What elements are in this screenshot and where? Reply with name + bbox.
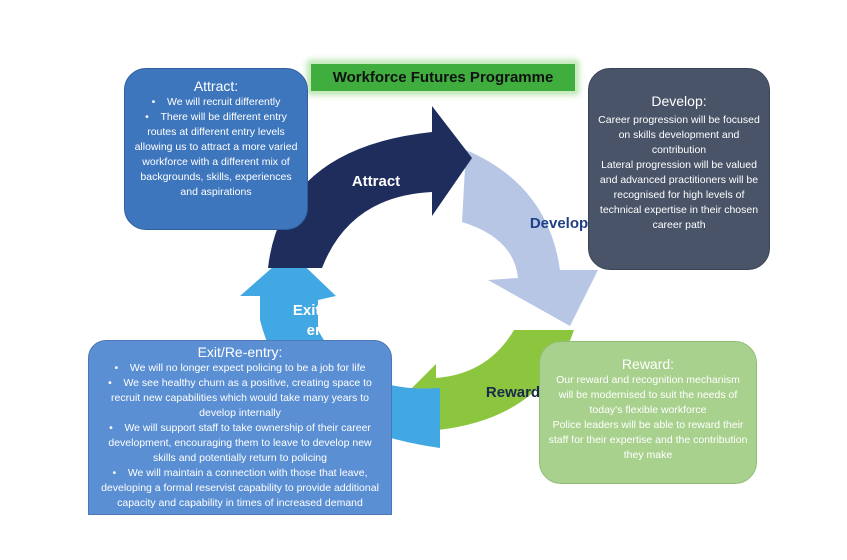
list-item: There will be different entry routes at … <box>133 110 299 200</box>
reward-arrow <box>402 330 574 448</box>
attract-card-heading: Attract: <box>193 78 239 94</box>
attract-arrow-label: Attract <box>351 173 401 190</box>
exit-card: Exit/Re-entry: We will no longer expect … <box>88 340 392 515</box>
reward-card: Reward: Our reward and recognition mecha… <box>539 341 757 484</box>
reward-card-heading: Reward: <box>621 356 675 372</box>
develop-card-heading: Develop: <box>651 93 707 109</box>
exit-card-heading: Exit/Re-entry: <box>197 344 283 360</box>
exit-card-list: We will no longer expect policing to be … <box>97 361 383 511</box>
develop-arrow <box>462 150 598 326</box>
list-item: We will no longer expect policing to be … <box>97 361 383 376</box>
list-item: We will support staff to take ownership … <box>97 421 383 466</box>
list-item: We see healthy churn as a positive, crea… <box>97 376 383 421</box>
exit-arrow-label: Exit / Re-entry <box>292 302 358 339</box>
programme-title: Workforce Futures Programme <box>309 62 577 93</box>
develop-arrow-label: Develop <box>529 215 589 232</box>
reward-arrow-label: Reward <box>485 384 541 401</box>
attract-arrow <box>268 106 472 268</box>
develop-card-line: Lateral progression will be valued and a… <box>599 159 759 231</box>
develop-card: Develop: Career progression will be focu… <box>588 68 770 270</box>
reward-card-line: Police leaders will be able to reward th… <box>548 419 748 461</box>
list-item: We will recruit differently <box>133 95 299 110</box>
attract-card-list: We will recruit differently There will b… <box>133 95 299 200</box>
attract-card: Attract: We will recruit differently The… <box>124 68 308 230</box>
develop-card-line: Career progression will be focused on sk… <box>598 114 760 156</box>
reward-card-line: Our reward and recognition mechanism wil… <box>556 374 740 416</box>
list-item: We will maintain a connection with those… <box>97 466 383 511</box>
